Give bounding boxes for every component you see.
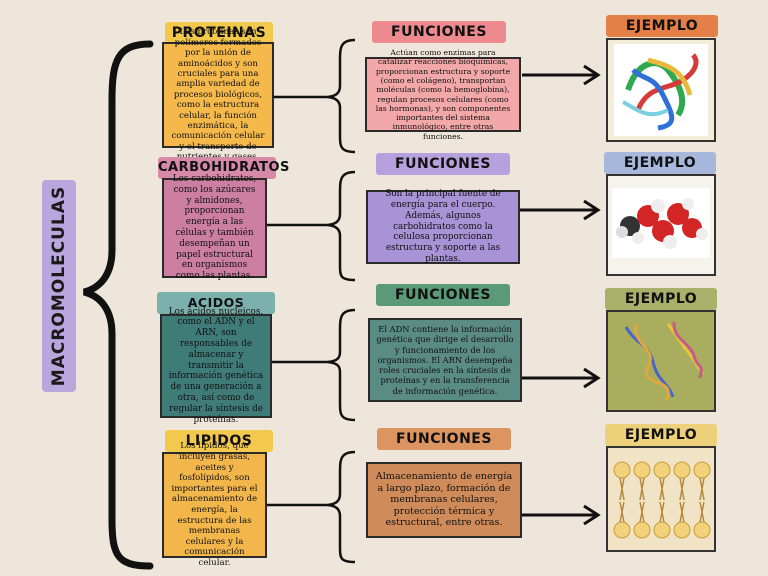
acidos-nucleicos-funciones-title: FUNCIONES: [376, 284, 510, 306]
macromoleculas-label: MACROMOLECULAS: [42, 180, 76, 392]
lipidos-funciones-title: FUNCIONES: [377, 428, 511, 450]
proteinas-ejemplo-title: EJEMPLO: [606, 15, 718, 37]
proteinas-funciones-text: Actúan como enzimas para catalizar reacc…: [365, 48, 521, 141]
protein-structure-image: [606, 38, 716, 142]
sugar-molecule-icon: [612, 188, 710, 258]
carbohidratos-description: Los carbohidratos, como los azúcares y a…: [162, 174, 267, 281]
main-brace: [82, 40, 154, 570]
carbohidratos-title: CARBOHIDRATOS: [158, 157, 289, 179]
acidos-nucleicos-funciones-text: El ADN contiene la información genética …: [368, 318, 522, 402]
acidos-nucleicos-description: Los ácidos nucleicos, como el ADN y el A…: [160, 307, 272, 425]
lipidos-funciones-text: Almacenamiento de energía a largo plazo,…: [366, 462, 522, 538]
carbohidratos-funciones-title: FUNCIONES: [376, 153, 510, 175]
lipidos-ejemplo-title: EJEMPLO: [605, 424, 717, 446]
carbohidratos-ejemplo-title: EJEMPLO: [604, 152, 716, 174]
lipid-bilayer-image: [606, 446, 716, 552]
carbohidratos-funciones-text: Son la principal fuente de energía para …: [366, 189, 520, 264]
proteinas-title: PROTEINAS: [165, 22, 273, 44]
proteinas-description: Las proteínas son polímeros formados por…: [162, 27, 274, 162]
lipidos-title: LIPIDOS: [165, 430, 273, 452]
dna-helix-icon: [624, 321, 705, 401]
proteinas-funciones-title: FUNCIONES: [372, 21, 506, 43]
dna-strand-image: [606, 310, 716, 412]
lipid-bilayer-icon: [613, 461, 711, 539]
lipidos-description: Los lípidos, que incluyen grasas, aceite…: [162, 441, 267, 568]
protein-ribbon-icon: [614, 44, 708, 136]
carbohydrate-molecule-image: [606, 174, 716, 276]
acidos-nucleicos-ejemplo-title: EJEMPLO: [605, 288, 717, 310]
